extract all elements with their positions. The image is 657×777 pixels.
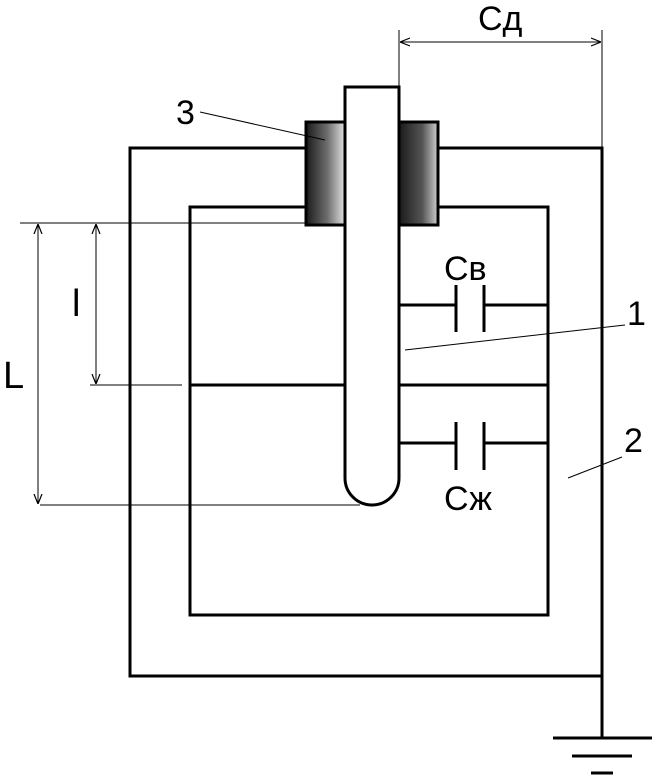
leader-2 bbox=[567, 456, 623, 479]
leader-3 bbox=[199, 111, 326, 141]
label-n2: 2 bbox=[624, 422, 643, 460]
label-n1: 1 bbox=[627, 295, 646, 333]
dimension-cd bbox=[398, 30, 603, 148]
label-n3: 3 bbox=[176, 94, 195, 132]
label-cv: Св bbox=[444, 250, 487, 288]
dimension-lines bbox=[20, 222, 360, 506]
ground-symbol bbox=[553, 676, 652, 775]
bushing-left bbox=[304, 120, 347, 227]
label-cd: Сд bbox=[478, 0, 523, 38]
electrode bbox=[343, 85, 401, 507]
label-l-big: L bbox=[3, 355, 24, 397]
label-l-small: l bbox=[72, 283, 80, 325]
label-czh: Сж bbox=[444, 480, 492, 518]
bushing-right bbox=[397, 120, 440, 227]
capacitor-czh bbox=[399, 422, 548, 470]
leader-1 bbox=[404, 324, 626, 351]
capacitor-cv bbox=[399, 285, 548, 332]
